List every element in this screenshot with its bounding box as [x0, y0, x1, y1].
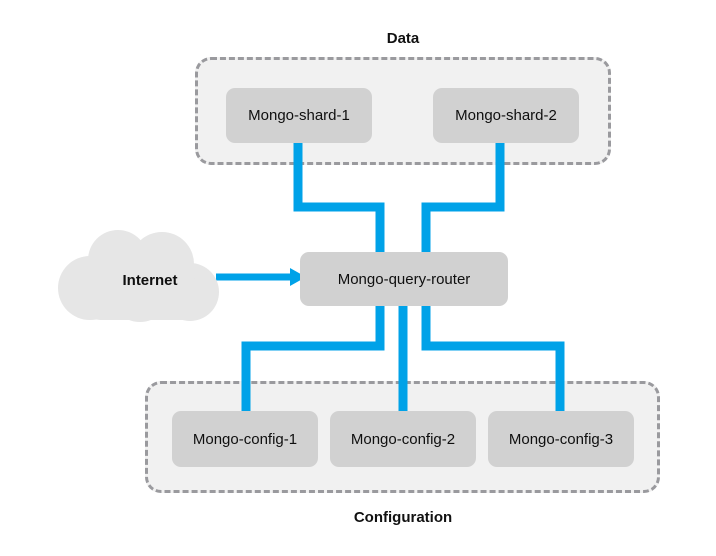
node-label: Mongo-shard-2	[455, 107, 557, 124]
internet-cloud-icon	[58, 230, 219, 322]
node-mongo-config-1[interactable]: Mongo-config-1	[172, 411, 318, 467]
node-label: Mongo-config-2	[350, 430, 456, 448]
node-mongo-shard-2[interactable]: Mongo-shard-2	[433, 88, 579, 143]
node-mongo-config-3[interactable]: Mongo-config-3	[488, 411, 634, 467]
node-label: Mongo-config-1	[192, 430, 298, 448]
group-label-configuration: Configuration	[353, 509, 453, 526]
node-label: Mongo-query-router	[337, 270, 471, 288]
node-mongo-query-router[interactable]: Mongo-query-router	[300, 252, 508, 306]
group-label-data: Data	[386, 30, 420, 47]
node-label: Mongo-shard-1	[248, 107, 350, 124]
node-label: Mongo-config-3	[508, 430, 614, 448]
internet-label: Internet	[122, 272, 178, 289]
node-mongo-shard-1[interactable]: Mongo-shard-1	[226, 88, 372, 143]
node-mongo-config-2[interactable]: Mongo-config-2	[330, 411, 476, 467]
